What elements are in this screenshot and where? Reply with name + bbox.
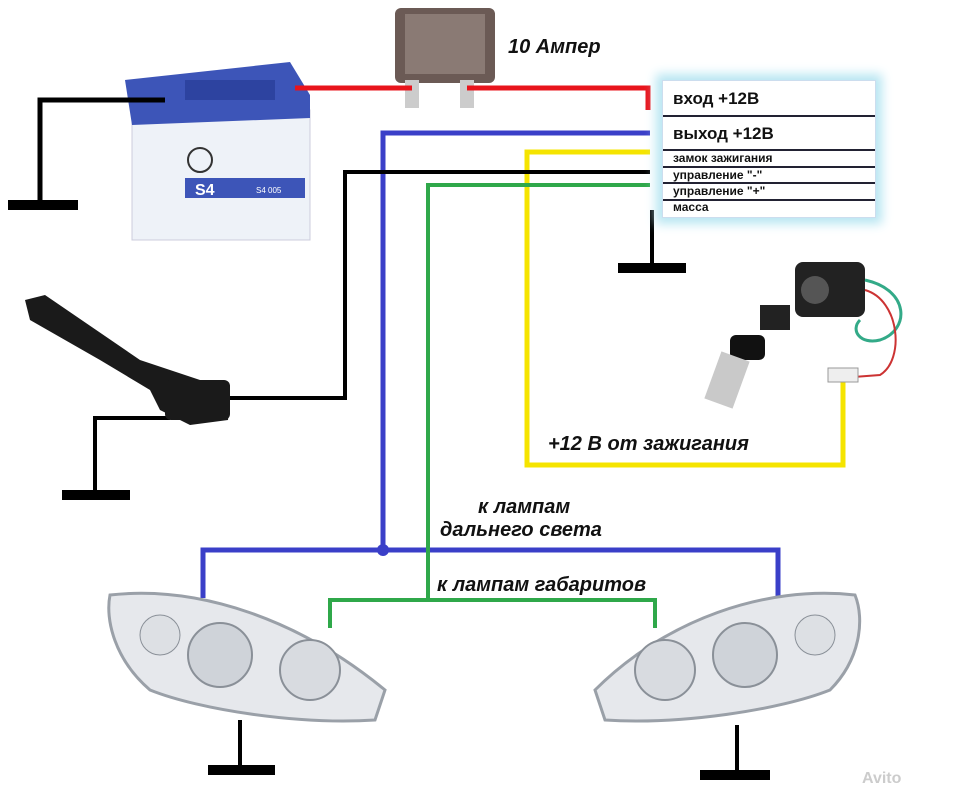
module-row-input: вход +12В — [663, 81, 875, 117]
ground-symbol-handbrake — [62, 490, 130, 500]
wire-green-parking — [426, 183, 650, 600]
high-beam-label-line2: дальнего света — [440, 519, 602, 541]
ground-symbol-right-lamp — [700, 770, 770, 780]
headlight-right — [593, 591, 862, 723]
module-row-ignition: замок зажигания — [663, 151, 875, 168]
wire-red-fuse-module — [467, 85, 651, 110]
fuse-label: 10 Ампер — [508, 36, 601, 58]
junction-dot — [377, 544, 389, 556]
wire-blue-high-beam — [380, 130, 650, 550]
ignition-label: +12 В от зажигания — [548, 433, 749, 455]
wire-handbrake-ground — [93, 416, 170, 495]
ground-symbol-module — [618, 263, 686, 273]
parking-lights-label: к лампам габаритов — [437, 574, 647, 596]
battery: S4 S4 005 — [125, 62, 311, 241]
module-row-control-plus: управление "+" — [663, 184, 875, 201]
battery-model: S4 — [195, 182, 215, 199]
handbrake — [25, 295, 230, 425]
ignition-switch — [704, 262, 903, 409]
module-row-ground: масса — [673, 200, 709, 214]
watermark: Avito — [862, 770, 902, 787]
wire-yellow-ignition — [524, 149, 846, 468]
module-row-control-minus: управление "-" — [663, 168, 875, 184]
wire-green-headlights — [328, 598, 657, 628]
high-beam-label-line1: к лампам — [478, 496, 571, 518]
wire-battery-ground — [37, 97, 165, 205]
fuse — [395, 8, 495, 108]
ground-symbol-left-lamp — [208, 765, 275, 775]
wire-blue-headlights — [200, 547, 781, 598]
battery-code: S4 005 — [256, 186, 282, 195]
module-row-output: выход +12В — [663, 117, 875, 151]
headlight-left — [107, 591, 387, 723]
wire-black-handbrake — [225, 170, 650, 400]
control-module: вход +12В выход +12В замок зажигания упр… — [662, 80, 876, 218]
ground-symbol-battery — [8, 200, 78, 210]
